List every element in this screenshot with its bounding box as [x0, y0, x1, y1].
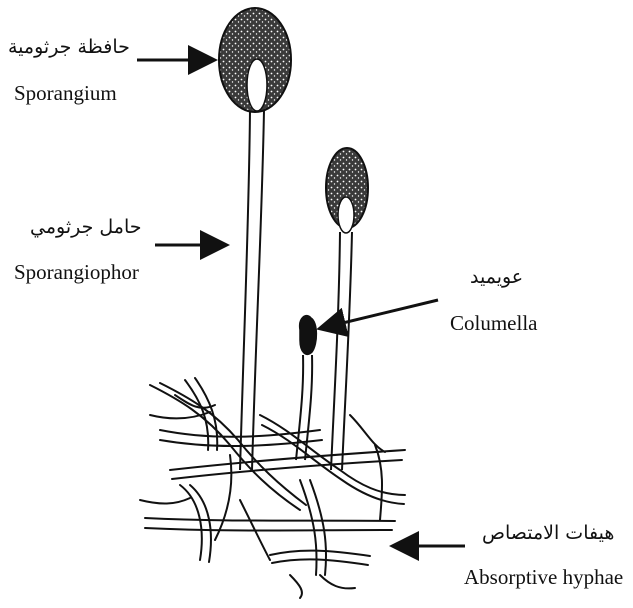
columella-label-ar: عويميد [470, 268, 523, 287]
absorptive-hyphae-label-en: Absorptive hyphae [464, 567, 623, 588]
columella-label-en: Columella [450, 313, 538, 334]
absorptive-hyphae-label-ar: هيفات الامتصاص [482, 524, 614, 543]
sporangiophore-label-en: Sporangiophor [14, 262, 139, 283]
medium-sporangiophore [331, 232, 352, 470]
hyphae-network [140, 378, 405, 598]
sporangium-label-en: Sporangium [14, 83, 117, 104]
columella-arrow [322, 300, 438, 328]
sporangiophore-label-ar: حامل جرثومي [30, 218, 142, 237]
sporangium-label-ar: حافظة جرثومية [8, 38, 130, 57]
columella-large [247, 59, 267, 111]
columella-medium [338, 197, 354, 233]
columella-small [300, 316, 317, 355]
